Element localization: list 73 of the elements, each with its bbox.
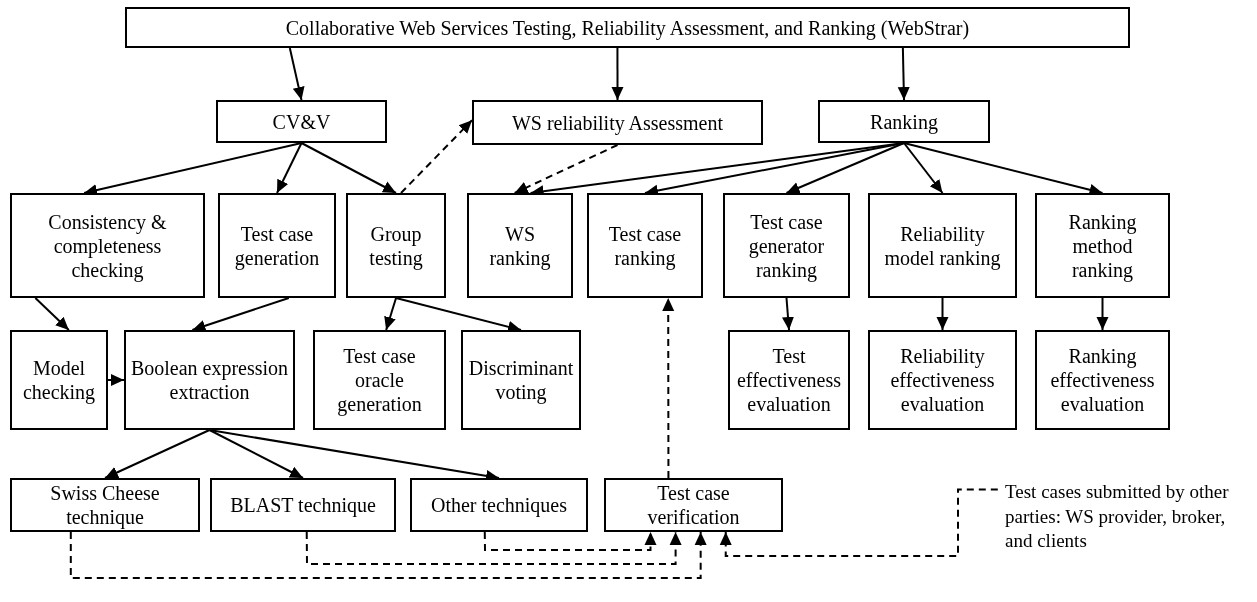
box-label: Test case ranking (607, 221, 683, 270)
box-label: Test case oracle generation (336, 344, 423, 416)
box-label: Other techniques (430, 493, 568, 517)
box-label: Test case generation (233, 221, 321, 270)
dashed-arrow (400, 119, 473, 194)
box-label: Ranking effectiveness evaluation (1049, 344, 1156, 416)
arrow (34, 297, 70, 331)
arrow (104, 429, 211, 479)
arrow (903, 142, 1104, 196)
box-label: Test effectiveness evaluation (736, 344, 842, 416)
dashed-arrow (107, 374, 125, 386)
box-label: Test case generator ranking (747, 209, 826, 282)
process-box (1035, 193, 1170, 298)
process-box (10, 330, 108, 430)
arrow (782, 297, 794, 331)
arrow (300, 142, 397, 194)
arrow (83, 142, 303, 196)
box-label: Test case verification (646, 481, 741, 529)
box-label: Ranking method ranking (1067, 209, 1138, 282)
dashed-arrow (719, 488, 999, 557)
box-label: Boolean expression extraction (130, 356, 289, 404)
arrow (288, 47, 305, 101)
box-label: Consistency & completeness checking (47, 209, 168, 282)
process-box (313, 330, 446, 430)
arrow (785, 142, 905, 194)
arrow (936, 297, 949, 331)
note-text: Test cases submitted by other parties: WS provider, broker, and clients (1005, 480, 1245, 560)
process-box (346, 193, 446, 298)
arrow (191, 297, 290, 332)
process-box (723, 193, 850, 298)
arrow (208, 429, 304, 479)
box-label: Collaborative Web Services Testing, Reliability Assessment, and Ranking (WebStrar) (285, 15, 970, 40)
process-box (10, 193, 205, 298)
process-box (818, 100, 990, 143)
dashed-arrow (662, 297, 675, 479)
arrow (611, 47, 624, 101)
box-label: Model checking (21, 356, 97, 404)
process-box (461, 330, 581, 430)
dashed-arrow (513, 144, 619, 194)
process-box (467, 193, 573, 298)
box-label: CV&V (272, 109, 331, 134)
dashed-arrow (69, 531, 707, 579)
process-box (10, 478, 200, 532)
process-box (868, 193, 1017, 298)
arrow (384, 297, 397, 331)
arrow (903, 142, 944, 194)
box-label: Discriminant voting (467, 356, 575, 404)
process-box (218, 193, 336, 298)
process-box (728, 330, 850, 430)
process-box (868, 330, 1017, 430)
process-box (210, 478, 396, 532)
dashed-arrow (483, 531, 657, 551)
arrow (1096, 297, 1109, 331)
process-box (472, 100, 763, 145)
process-box (216, 100, 387, 143)
arrow (897, 47, 910, 101)
box-label: Reliability model ranking (883, 221, 1002, 270)
box-label: WS ranking (488, 221, 552, 270)
dashed-arrow (305, 531, 682, 565)
box-label: Group testing (368, 221, 424, 270)
process-box (124, 330, 295, 430)
box-label: Reliability effectiveness evaluation (889, 344, 996, 416)
arrow (276, 142, 303, 194)
box-label: Ranking (870, 109, 938, 134)
box-label: WS reliability Assessment (511, 110, 724, 135)
process-box (1035, 330, 1170, 430)
process-box (410, 478, 588, 532)
arrow (395, 297, 522, 333)
box-label: BLAST technique (230, 493, 376, 517)
process-box (125, 7, 1130, 48)
box-label: Swiss Cheese technique (49, 481, 161, 529)
process-box (587, 193, 703, 298)
process-box (604, 478, 783, 532)
